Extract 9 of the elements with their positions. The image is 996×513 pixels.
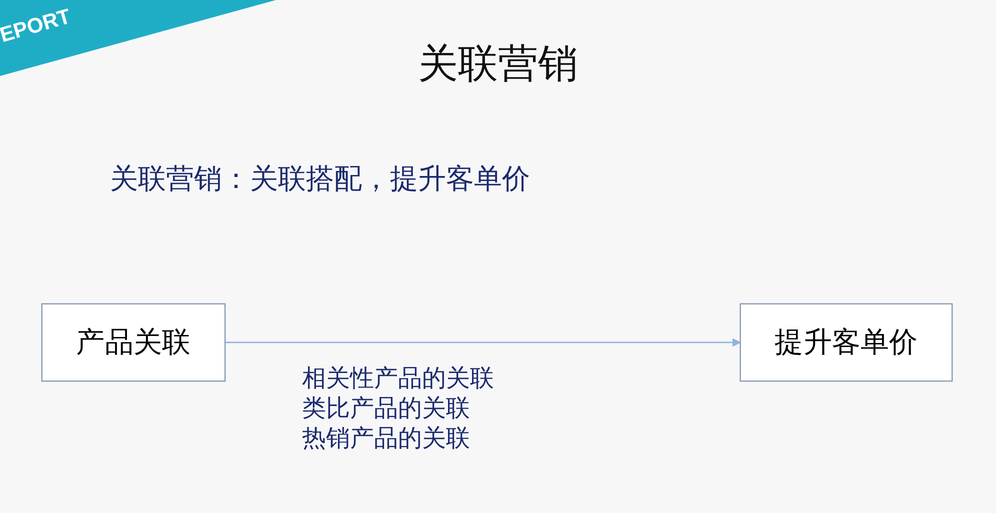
- annotation-text: 类比产品的关联: [302, 395, 470, 424]
- annotation-text: 热销产品的关联: [302, 425, 470, 454]
- banner-text: EPORT: [0, 5, 74, 48]
- node-box: 产品关联: [41, 303, 226, 382]
- node-box: 提升客单价: [740, 303, 953, 382]
- title: 关联营销: [417, 40, 579, 88]
- annotation-text: 相关性产品的关联: [302, 365, 494, 394]
- arrow: [225, 338, 741, 347]
- subtitle: 关联营销：关联搭配，提升客单价: [110, 163, 530, 197]
